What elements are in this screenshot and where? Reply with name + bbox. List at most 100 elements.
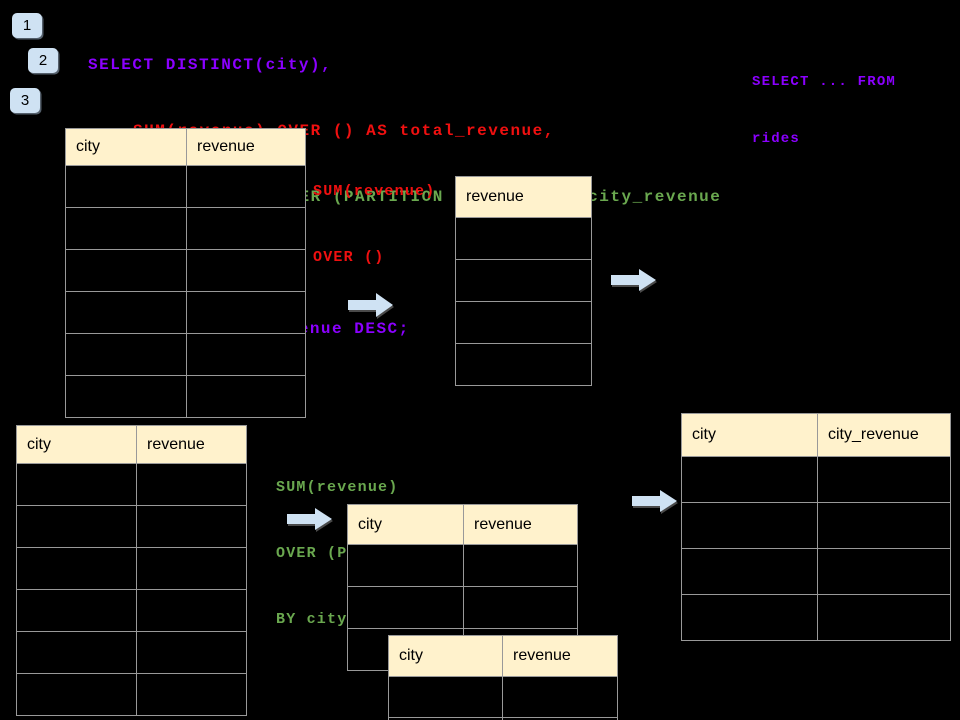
table-header-row: city revenue xyxy=(347,504,578,545)
table-empty-cell xyxy=(455,301,592,344)
annotation-total-window-line2: OVER () xyxy=(313,249,385,266)
table-header-row: revenue xyxy=(455,176,592,218)
table-empty-cell xyxy=(347,586,464,629)
column-header-city-revenue: city_revenue xyxy=(817,413,951,457)
table-empty-row xyxy=(16,505,247,548)
column-header-city: city xyxy=(347,504,464,545)
annotation-total-window-line1: SUM(revenue) xyxy=(313,183,436,200)
table-empty-row xyxy=(16,589,247,632)
table-empty-row xyxy=(16,631,247,674)
flow-arrow-icon xyxy=(348,293,393,317)
table-empty-row xyxy=(681,594,951,641)
table-empty-row xyxy=(347,586,578,629)
step-badge-3: 3 xyxy=(10,88,40,113)
table-empty-row xyxy=(65,207,306,250)
table-empty-cell xyxy=(16,463,137,506)
table-empty-cell xyxy=(65,207,187,250)
annotation-partition-window-line3: BY city) xyxy=(276,611,358,628)
table-empty-row xyxy=(16,673,247,716)
table-header-row: city revenue xyxy=(16,425,247,464)
flow-arrow-icon xyxy=(287,508,332,530)
table-city-revenue-result: city city_revenue xyxy=(681,413,951,641)
table-empty-cell xyxy=(186,333,306,376)
table-empty-cell xyxy=(463,544,578,587)
table-empty-cell xyxy=(65,333,187,376)
step-badge-2: 2 xyxy=(28,48,58,73)
table-empty-row xyxy=(455,301,592,344)
table-empty-row xyxy=(388,717,618,720)
column-header-city: city xyxy=(681,413,818,457)
table-empty-cell xyxy=(502,717,618,720)
table-empty-cell xyxy=(186,165,306,208)
table-empty-cell xyxy=(186,291,306,334)
table-empty-row xyxy=(455,259,592,302)
table-empty-cell xyxy=(65,249,187,292)
table-empty-cell xyxy=(186,249,306,292)
annotation-partition-window-line1: SUM(revenue) xyxy=(276,479,399,496)
table-empty-cell xyxy=(16,547,137,590)
table-empty-row xyxy=(65,375,306,418)
step-badge-1: 1 xyxy=(12,13,42,38)
table-empty-cell xyxy=(681,502,818,549)
table-empty-cell xyxy=(817,502,951,549)
table-total-revenue-result: revenue xyxy=(455,176,592,386)
table-rides-source-bottom: city revenue xyxy=(16,425,247,716)
table-empty-cell xyxy=(136,463,247,506)
flow-arrow-icon xyxy=(632,490,677,512)
table-empty-cell xyxy=(136,505,247,548)
column-header-revenue: revenue xyxy=(463,504,578,545)
table-empty-row xyxy=(455,217,592,260)
table-empty-cell xyxy=(455,217,592,260)
table-header-row: city revenue xyxy=(388,635,618,677)
table-empty-cell xyxy=(136,673,247,716)
column-header-city: city xyxy=(65,128,187,166)
table-empty-cell xyxy=(817,594,951,641)
table-empty-cell xyxy=(65,375,187,418)
table-empty-cell xyxy=(16,589,137,632)
table-empty-cell xyxy=(817,548,951,595)
table-empty-row xyxy=(681,548,951,595)
table-empty-cell xyxy=(681,548,818,595)
table-empty-cell xyxy=(347,544,464,587)
table-empty-row xyxy=(65,249,306,292)
table-empty-row xyxy=(388,676,618,718)
table-partition-group-2: city revenue xyxy=(388,635,618,720)
column-header-city: city xyxy=(16,425,137,464)
table-empty-cell xyxy=(136,547,247,590)
annotation-source-query: SELECT ... FROM rides xyxy=(752,35,896,187)
table-empty-row xyxy=(65,291,306,334)
annotation-total-window: SUM(revenue) OVER () xyxy=(313,137,435,313)
table-empty-cell xyxy=(681,594,818,641)
table-empty-cell xyxy=(388,676,503,718)
table-empty-row xyxy=(681,502,951,549)
table-empty-row xyxy=(16,547,247,590)
column-header-revenue: revenue xyxy=(136,425,247,464)
table-empty-row xyxy=(65,165,306,208)
table-empty-cell xyxy=(16,505,137,548)
table-empty-cell xyxy=(455,259,592,302)
annotation-source-query-line1: SELECT ... FROM xyxy=(752,74,897,90)
column-header-city: city xyxy=(388,635,503,677)
column-header-revenue: revenue xyxy=(455,176,592,218)
table-empty-cell xyxy=(186,207,306,250)
table-header-row: city city_revenue xyxy=(681,413,951,457)
table-empty-cell xyxy=(65,291,187,334)
table-empty-cell xyxy=(136,631,247,674)
table-empty-cell xyxy=(136,589,247,632)
table-empty-row xyxy=(65,333,306,376)
table-empty-cell xyxy=(817,456,951,503)
table-empty-cell xyxy=(16,673,137,716)
table-header-row: city revenue xyxy=(65,128,306,166)
table-empty-row xyxy=(455,343,592,386)
table-empty-cell xyxy=(681,456,818,503)
table-rides-source-top: city revenue xyxy=(65,128,306,418)
flow-arrow-icon xyxy=(611,269,656,291)
sql-line-select: SELECT DISTINCT(city), xyxy=(88,56,333,74)
table-empty-row xyxy=(16,463,247,506)
table-empty-cell xyxy=(502,676,618,718)
table-empty-row xyxy=(681,456,951,503)
table-empty-cell xyxy=(455,343,592,386)
table-empty-cell xyxy=(65,165,187,208)
column-header-revenue: revenue xyxy=(186,128,306,166)
table-empty-cell xyxy=(16,631,137,674)
